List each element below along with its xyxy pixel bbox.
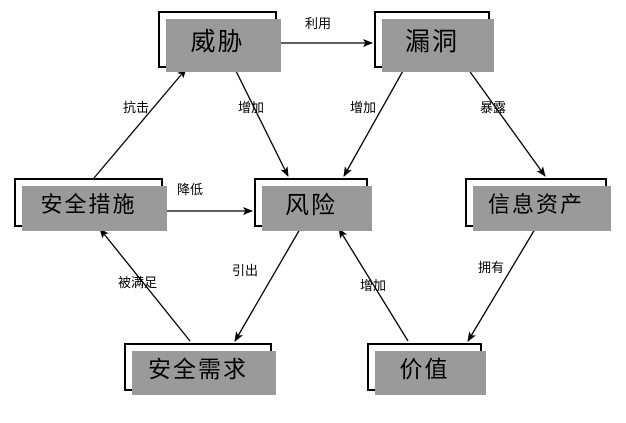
edge-label-e10: 拥有 <box>478 261 505 276</box>
node-vuln[interactable]: 漏洞 <box>374 11 494 72</box>
edge-e10-line <box>467 228 536 342</box>
edge-label-e8: 引出 <box>232 264 259 279</box>
node-label-threat: 威胁 <box>190 26 245 56</box>
node-label-risk: 风险 <box>285 191 337 219</box>
edge-e2-line <box>93 68 187 179</box>
edge-label-e3: 增加 <box>238 101 265 116</box>
node-asset[interactable]: 信息资产 <box>465 178 611 231</box>
node-value[interactable]: 价值 <box>367 343 486 395</box>
edge-e9-line <box>338 228 409 342</box>
node-risk[interactable]: 风险 <box>254 178 372 231</box>
edge-label-e4: 增加 <box>350 101 377 116</box>
node-label-need: 安全需求 <box>148 357 248 383</box>
node-label-control: 安全措施 <box>40 192 137 218</box>
node-label-asset: 信息资产 <box>487 192 584 218</box>
edge-label-e1: 利用 <box>305 17 332 32</box>
edge-label-e2: 抗击 <box>123 101 150 116</box>
edge-e4-line <box>343 68 405 177</box>
node-need[interactable]: 安全需求 <box>124 343 276 395</box>
edge-e7-line <box>99 228 191 342</box>
node-control[interactable]: 安全措施 <box>14 178 167 231</box>
node-label-value: 价值 <box>399 357 450 383</box>
edge-e3-line <box>234 68 289 177</box>
edge-label-e9: 增加 <box>360 279 387 294</box>
edge-label-e7: 被满足 <box>118 276 158 291</box>
edge-line-group <box>93 39 546 342</box>
edge-label-e5: 暴露 <box>480 101 507 116</box>
edge-label-e6: 降低 <box>177 183 204 198</box>
node-label-vuln: 漏洞 <box>404 26 459 56</box>
edge-e5-line <box>467 68 546 177</box>
node-threat[interactable]: 威胁 <box>158 11 281 72</box>
edge-e8-line <box>234 228 301 342</box>
